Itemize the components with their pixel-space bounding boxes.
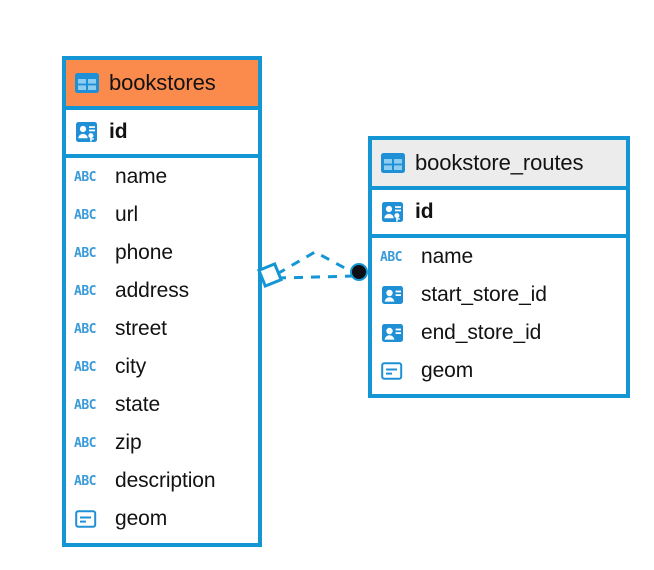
abc-text-icon: ABC — [380, 249, 402, 265]
filled-circle-marker — [350, 263, 368, 281]
geometry-icon — [74, 507, 106, 531]
field-label: name — [421, 245, 474, 268]
field-label: street — [115, 317, 167, 340]
field-row-name[interactable]: ABC name — [66, 158, 258, 196]
field-row-name[interactable]: ABC name — [372, 238, 626, 276]
field-label: url — [115, 203, 139, 226]
abc-text-icon: ABC — [74, 397, 96, 413]
field-row-address[interactable]: ABC address — [66, 272, 258, 310]
field-row-geom[interactable]: geom — [66, 500, 258, 538]
field-row-city[interactable]: ABC city — [66, 348, 258, 386]
field-label: id — [109, 120, 128, 143]
field-label: geom — [115, 507, 168, 530]
field-row-id[interactable]: id — [372, 190, 626, 238]
field-row-zip[interactable]: ABC zip — [66, 424, 258, 462]
field-row-description[interactable]: ABC description — [66, 462, 258, 500]
abc-text-icon: ABC — [74, 283, 96, 299]
entity-header-bookstores[interactable]: bookstores — [66, 60, 258, 110]
field-row-url[interactable]: ABC url — [66, 196, 258, 234]
abc-text-icon: ABC — [74, 207, 96, 223]
table-icon — [74, 70, 100, 96]
abc-text-icon: ABC — [74, 359, 96, 375]
field-label: start_store_id — [421, 283, 547, 306]
table-icon — [380, 150, 406, 176]
field-row-phone[interactable]: ABC phone — [66, 234, 258, 272]
entity-bookstore-routes[interactable]: bookstore_routes id ABC name — [368, 136, 630, 398]
abc-text-icon: ABC — [74, 245, 96, 261]
field-label: id — [415, 200, 434, 223]
relationship-line-lower — [276, 274, 357, 280]
abc-text-icon: ABC — [74, 169, 96, 185]
field-row-geom[interactable]: geom — [372, 352, 626, 390]
field-label: geom — [421, 359, 474, 382]
field-label: city — [115, 355, 147, 378]
relationship-line-upper — [276, 250, 357, 276]
foreign-key-icon — [380, 320, 412, 346]
foreign-key-icon — [380, 282, 412, 308]
primary-key-icon — [74, 119, 100, 145]
field-row-id[interactable]: id — [66, 110, 258, 158]
relationship-connector[interactable] — [255, 240, 370, 310]
entity-header-bookstore-routes[interactable]: bookstore_routes — [372, 140, 626, 190]
field-label: description — [115, 469, 216, 492]
field-row-start-store-id[interactable]: start_store_id — [372, 276, 626, 314]
field-label: phone — [115, 241, 173, 264]
entity-bookstores[interactable]: bookstores id ABC name A — [62, 56, 262, 547]
primary-key-icon — [380, 199, 406, 225]
entity-title: bookstore_routes — [415, 150, 584, 175]
field-label: zip — [115, 431, 142, 454]
diamond-marker — [256, 261, 284, 289]
field-row-street[interactable]: ABC street — [66, 310, 258, 348]
field-label: state — [115, 393, 161, 416]
field-label: end_store_id — [421, 321, 542, 344]
field-row-end-store-id[interactable]: end_store_id — [372, 314, 626, 352]
entity-title: bookstores — [109, 70, 216, 95]
field-row-state[interactable]: ABC state — [66, 386, 258, 424]
geometry-icon — [380, 359, 412, 383]
abc-text-icon: ABC — [74, 435, 96, 451]
abc-text-icon: ABC — [74, 321, 96, 337]
field-label: name — [115, 165, 168, 188]
abc-text-icon: ABC — [74, 473, 96, 489]
field-label: address — [115, 279, 190, 302]
